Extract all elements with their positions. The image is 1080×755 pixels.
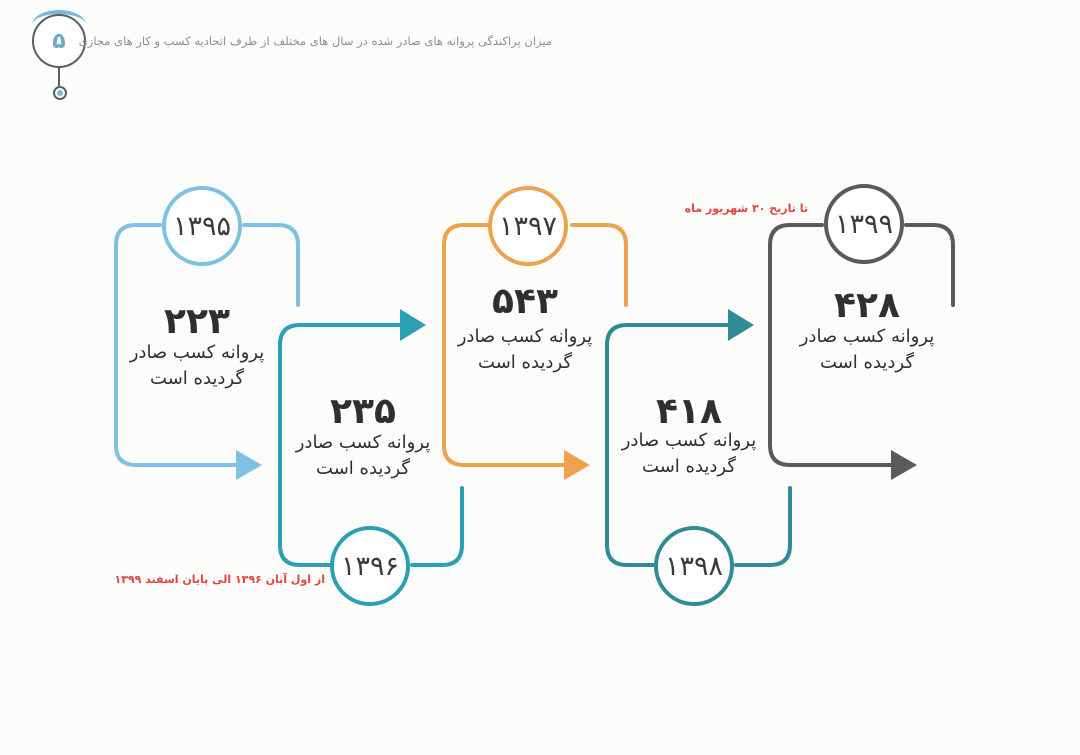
connector-1397: [442, 223, 628, 467]
count-1397: ۵۴۳: [492, 281, 558, 322]
connector-1396: [278, 323, 464, 567]
badge-dot: [53, 86, 67, 100]
connector-1399: [768, 223, 955, 467]
year-label: ۱۳۹۹: [834, 208, 893, 240]
count-1395: ۲۲۳: [164, 301, 230, 342]
label-1398-line1: پروانه کسب صادر: [621, 430, 757, 451]
year-circle-1395: ۱۳۹۵: [162, 186, 242, 266]
arrow-1396: [400, 309, 426, 341]
label-1399-line1: پروانه کسب صادر: [799, 326, 935, 347]
badge-stem: [58, 68, 60, 86]
count-1396: ۲۳۵: [330, 391, 396, 432]
badge-arc: [32, 10, 86, 40]
arrow-1398: [728, 309, 754, 341]
page-title: میزان پراکندگی پروانه های صادر شده در سا…: [78, 34, 552, 48]
year-circle-1398: ۱۳۹۸: [654, 526, 734, 606]
label-1397-line2: گردیده است: [478, 352, 572, 373]
note-1396: از اول آبان ۱۳۹۶ الی پایان اسفند ۱۳۹۹: [114, 573, 326, 586]
arrow-1395: [236, 450, 262, 480]
step-number-badge: ۵: [32, 14, 86, 68]
label-1397-line1: پروانه کسب صادر: [457, 326, 593, 347]
step-number: ۵: [52, 28, 66, 54]
year-circle-1399: ۱۳۹۹: [824, 184, 904, 264]
year-label: ۱۳۹۷: [498, 210, 557, 242]
connector-1395: [114, 223, 300, 467]
label-1399-line2: گردیده است: [820, 352, 914, 373]
count-1398: ۴۱۸: [656, 391, 722, 432]
note-1399: تا تاریخ ۳۰ شهریور ماه: [684, 202, 808, 215]
connector-1398: [605, 323, 792, 567]
year-label: ۱۳۹۵: [172, 210, 231, 242]
year-circle-1397: ۱۳۹۷: [488, 186, 568, 266]
arrow-1399: [891, 450, 917, 480]
year-circle-1396: ۱۳۹۶: [330, 526, 410, 606]
label-1396-line1: پروانه کسب صادر: [295, 432, 431, 453]
label-1398-line2: گردیده است: [642, 456, 736, 477]
year-label: ۱۳۹۶: [340, 550, 399, 582]
arrow-1397: [564, 450, 590, 480]
label-1396-line2: گردیده است: [316, 458, 410, 479]
label-1395-line2: گردیده است: [150, 368, 244, 389]
label-1395-line1: پروانه کسب صادر: [129, 342, 265, 363]
count-1399: ۴۲۸: [834, 285, 900, 326]
year-label: ۱۳۹۸: [664, 550, 723, 582]
